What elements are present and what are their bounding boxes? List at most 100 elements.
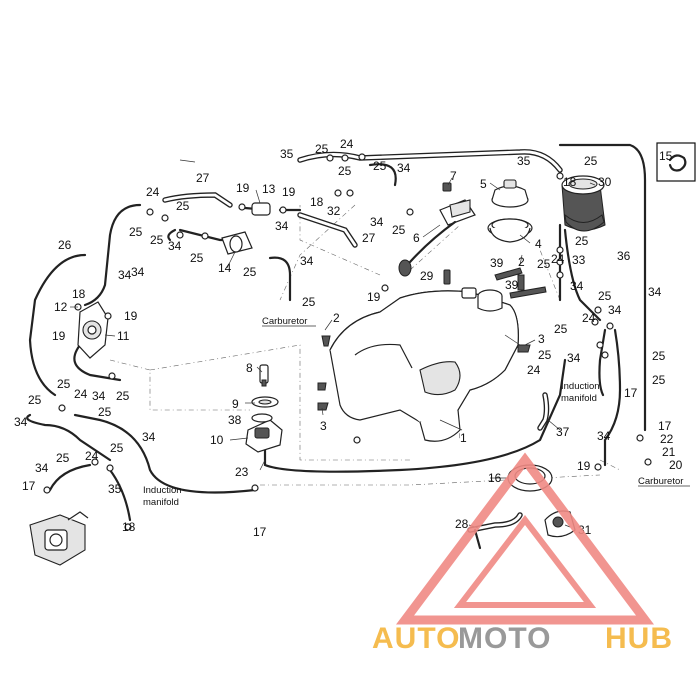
callout: 17	[624, 386, 638, 400]
vacuum-fuel-pump	[77, 301, 109, 359]
callout: 35	[280, 147, 294, 161]
callout: 23	[235, 465, 249, 479]
callout: 25	[110, 441, 124, 455]
callout: 25	[652, 349, 666, 363]
callout: 8	[246, 361, 253, 375]
callout: 34	[370, 215, 384, 229]
callout: 34	[300, 254, 314, 268]
throttle-body-sketch	[29, 511, 89, 566]
callout: 19	[577, 459, 591, 473]
callout: 25	[338, 164, 352, 178]
callout: 25	[150, 233, 164, 247]
callout: 24	[74, 387, 88, 401]
callout: 1	[460, 431, 467, 445]
callout: 17	[658, 419, 672, 433]
callout: 25	[538, 348, 552, 362]
callout-numbers: 1 2 2 3 3 4 5 6 7 8 9 10 11 12 13 14 15 …	[14, 137, 683, 539]
automotohub-watermark: AUTO MOTO HUB	[372, 452, 673, 655]
callout: 4	[535, 237, 542, 251]
callout: 33	[572, 253, 586, 267]
hose-network	[26, 143, 647, 550]
callout: 19	[124, 309, 138, 323]
callout: 25	[598, 289, 612, 303]
callout: 24	[551, 252, 565, 266]
callout: 25	[243, 265, 257, 279]
callout: 25	[190, 251, 204, 265]
callout: 34	[92, 389, 106, 403]
callout: 14	[218, 261, 232, 275]
callout: 20	[669, 458, 683, 472]
callout: 15	[659, 149, 673, 163]
callout: 34	[35, 461, 49, 475]
callout: 35	[517, 154, 531, 168]
callout: 2	[518, 255, 525, 269]
callout: 25	[652, 373, 666, 387]
callout: 39	[505, 278, 519, 292]
callout: 27	[196, 171, 210, 185]
callout: 9	[232, 397, 239, 411]
callout: 25	[28, 393, 42, 407]
callout: 34	[142, 430, 156, 444]
callout: 18	[310, 195, 324, 209]
callout: 25	[56, 451, 70, 465]
callout: 34	[608, 303, 622, 317]
callout: 30	[598, 175, 612, 189]
induction-label-right-1: Induction	[561, 381, 600, 392]
charcoal-canister	[561, 175, 606, 232]
callout: 24	[340, 137, 354, 151]
callout: 17	[22, 479, 36, 493]
fuel-level-sender	[398, 199, 476, 277]
callout: 37	[556, 425, 570, 439]
warning-triangle-logo	[396, 452, 654, 625]
callout: 18	[563, 175, 577, 189]
callout: 28	[455, 517, 469, 531]
callout: 27	[362, 231, 376, 245]
callout: 25	[584, 154, 598, 168]
callout: 21	[662, 445, 676, 459]
callout: 19	[282, 185, 296, 199]
induction-label-bottom-2: manifold	[143, 497, 179, 508]
fuel-filter	[221, 231, 253, 255]
callout: 6	[413, 231, 420, 245]
callout: 19	[52, 329, 66, 343]
callout: 10	[210, 433, 224, 447]
callout: 35	[108, 482, 122, 496]
callout: 24	[527, 363, 541, 377]
callout: 25	[98, 405, 112, 419]
callout: 25	[176, 199, 190, 213]
callout: 17	[253, 525, 267, 539]
callout: 25	[537, 257, 551, 271]
callout: 24	[146, 185, 160, 199]
callout: 34	[648, 285, 662, 299]
callout: 25	[373, 159, 387, 173]
callout: 25	[129, 225, 143, 239]
callout: 32	[327, 204, 341, 218]
callout: 26	[58, 238, 72, 252]
callout: 34	[118, 268, 132, 282]
callout: 19	[236, 181, 250, 195]
induction-label-right-2: manifold	[561, 393, 597, 404]
watermark-hub: HUB	[605, 622, 673, 655]
fuel-tank	[329, 287, 519, 444]
callout: 3	[320, 419, 327, 433]
callout: 25	[315, 142, 329, 156]
callout: 11	[117, 329, 130, 343]
callout: 25	[575, 234, 589, 248]
callout: 3	[538, 332, 545, 346]
callout: 12	[54, 300, 68, 314]
callout: 34	[275, 219, 289, 233]
location-labels: Carburetor Carburetor Induction manifold…	[143, 316, 690, 508]
callout: 18	[72, 287, 86, 301]
callout: 34	[397, 161, 411, 175]
callout: 2	[333, 311, 340, 325]
callout: 18	[122, 520, 136, 534]
carburetor-label-top: Carburetor	[262, 316, 307, 327]
callout: 13	[262, 182, 276, 196]
callout: 34	[131, 265, 145, 279]
callout: 5	[480, 177, 487, 191]
spring-clip	[656, 142, 696, 182]
callout: 34	[597, 429, 611, 443]
filler-cap	[491, 179, 529, 208]
callout: 22	[660, 432, 674, 446]
callout: 19	[367, 290, 381, 304]
